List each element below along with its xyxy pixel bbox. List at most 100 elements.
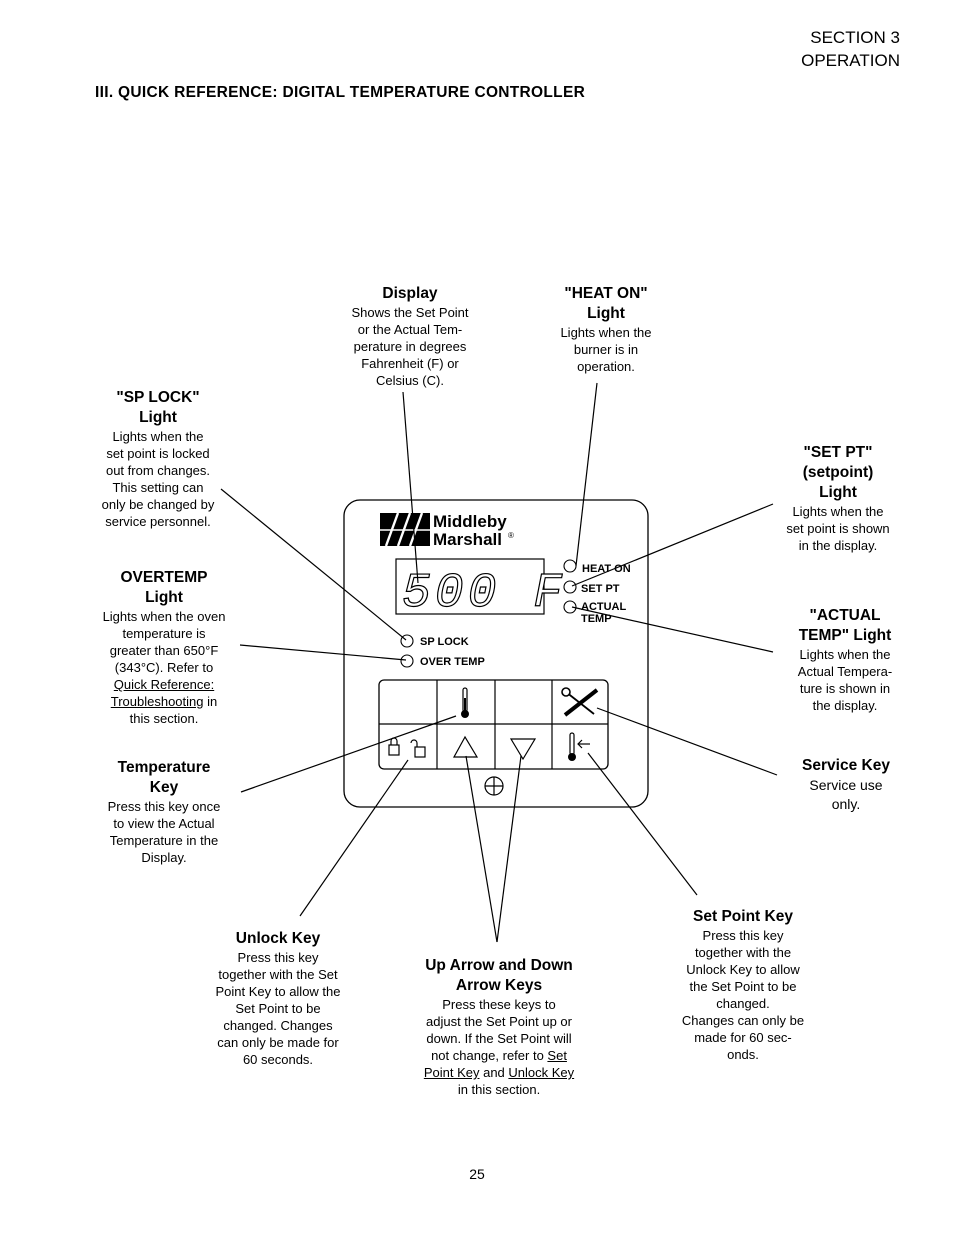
brand-name-1: Middleby (433, 512, 507, 531)
callout-text: not change, refer to (431, 1048, 548, 1063)
set-point-key-link[interactable]: Point Key (423, 1065, 480, 1080)
temperature-key-callout: Temperature Key Press this key once to v… (88, 758, 240, 866)
callout-title: "SET PT" (803, 444, 873, 461)
actual-temp-label-2: TEMP (581, 613, 612, 625)
callout-text: perature in degrees (353, 339, 467, 354)
section-number: SECTION 3 (810, 28, 900, 47)
callout-text: temperature is (122, 626, 206, 641)
callout-text: can only be made for (217, 1035, 339, 1050)
callout-title: (setpoint) (802, 464, 874, 481)
callout-text: Press this key (237, 950, 319, 965)
callout-text: Actual Tempera- (797, 664, 893, 679)
callout-title: "HEAT ON" (564, 285, 648, 302)
callout-title: Service Key (802, 757, 890, 774)
callout-title: Up Arrow and Down (425, 957, 573, 974)
callout-text: the display. (812, 698, 878, 713)
callout-text: Set Point to be (235, 1001, 321, 1016)
callout-text: or the Actual Tem- (357, 322, 463, 337)
callout-text: Celsius (C). (376, 373, 444, 388)
callout-text: Lights when the (560, 325, 652, 340)
unlock-icon (410, 739, 426, 758)
arrow-keys-callout: Up Arrow and Down Arrow Keys Press these… (404, 956, 594, 1098)
callout-title: Light (139, 409, 177, 426)
callout-text: operation. (577, 359, 635, 374)
set-pt-callout: "SET PT" (setpoint) Light Lights when th… (762, 443, 914, 554)
crosshair-icon (484, 776, 504, 796)
callout-text: out from changes. (105, 463, 211, 478)
callout-title: Light (819, 484, 857, 501)
callout-text: only. (831, 796, 861, 812)
brand-registered-mark: ® (508, 531, 514, 540)
callout-text: 60 seconds. (242, 1052, 314, 1067)
callout-text: Service use (809, 777, 883, 793)
callout-text: Point Key to allow the (215, 984, 341, 999)
callout-text: burner is in (573, 342, 639, 357)
actual-temp-callout: "ACTUAL TEMP" Light Lights when the Actu… (770, 606, 920, 714)
page-heading: III. QUICK REFERENCE: DIGITAL TEMPERATUR… (95, 84, 586, 101)
sp-lock-label: SP LOCK (420, 636, 469, 648)
up-triangle-icon (452, 735, 479, 758)
callout-title: Set Point Key (693, 908, 793, 925)
brand-name-2: Marshall (433, 530, 502, 549)
callout-title: Light (587, 305, 625, 322)
lock-icon (388, 737, 400, 756)
set-point-key-callout: Set Point Key Press this key together wi… (666, 907, 820, 1063)
callout-title: Display (382, 285, 438, 302)
troubleshooting-link[interactable]: Troubleshooting (110, 694, 204, 709)
unlock-key-link[interactable]: Unlock Key (508, 1065, 575, 1080)
wrench-screwdriver-icon (561, 687, 599, 717)
callout-text: Temperature in the (109, 833, 219, 848)
callout-title: "ACTUAL (809, 607, 881, 624)
callout-title: Key (149, 779, 179, 796)
callout-text: Display. (141, 850, 187, 865)
display-readout: 500 F (402, 567, 566, 621)
callout-text: Fahrenheit (F) or (361, 356, 459, 371)
callout-text: only be changed by (101, 497, 215, 512)
callout-text: onds. (727, 1047, 759, 1062)
leader-lines (220, 382, 778, 943)
callout-text: Shows the Set Point (351, 305, 469, 320)
callout-title: Temperature (117, 759, 211, 776)
callout-text: Press this key once (107, 799, 221, 814)
sp-lock-callout: "SP LOCK" Light Lights when the set poin… (82, 388, 234, 530)
set-point-key-link[interactable]: Set (547, 1048, 567, 1063)
callout-text: made for 60 sec- (694, 1030, 792, 1045)
callout-text: to view the Actual (113, 816, 215, 831)
callout-text: this section. (129, 711, 199, 726)
callout-text: Lights when the (799, 647, 891, 662)
callout-title: Light (145, 589, 183, 606)
overtemp-callout: OVERTEMP Light Lights when the oven temp… (86, 568, 242, 727)
callout-text: Press this key (702, 928, 784, 943)
callout-text: set point is shown (786, 521, 890, 536)
over-temp-label: OVER TEMP (420, 656, 485, 668)
heat-on-label: HEAT ON (582, 563, 631, 575)
callout-text: and (479, 1065, 509, 1080)
callout-text: the Set Point to be (689, 979, 797, 994)
callout-text: (343°C). Refer to (114, 660, 214, 675)
callout-text: down. If the Set Point will (426, 1031, 572, 1046)
callout-title: OVERTEMP (120, 569, 208, 586)
temperature-display (395, 558, 545, 615)
callout-title: TEMP" Light (798, 627, 892, 644)
callout-text: Changes can only be (681, 1013, 805, 1028)
section-title: OPERATION (801, 51, 900, 70)
callout-text: in this section. (457, 1082, 541, 1097)
callout-title: Arrow Keys (455, 977, 543, 994)
heat-on-light (563, 559, 577, 573)
callout-title: "SP LOCK" (116, 389, 200, 406)
over-temp-light (400, 654, 414, 668)
callout-text: This setting can (112, 480, 204, 495)
callout-text: changed. (716, 996, 770, 1011)
down-triangle-icon (509, 738, 537, 761)
quick-reference-link[interactable]: Quick Reference: (113, 677, 215, 692)
thermometer-arrow-icon (568, 732, 590, 761)
callout-text: Unlock Key to allow (686, 962, 800, 977)
set-pt-light (563, 580, 577, 594)
callout-text: Lights when the oven (102, 609, 226, 624)
callout-text: in the display. (798, 538, 878, 553)
service-key-callout: Service Key Service use only. (786, 756, 906, 814)
callout-text: adjust the Set Point up or (426, 1014, 572, 1029)
callout-title: Unlock Key (235, 930, 321, 947)
thermometer-icon (461, 687, 469, 718)
